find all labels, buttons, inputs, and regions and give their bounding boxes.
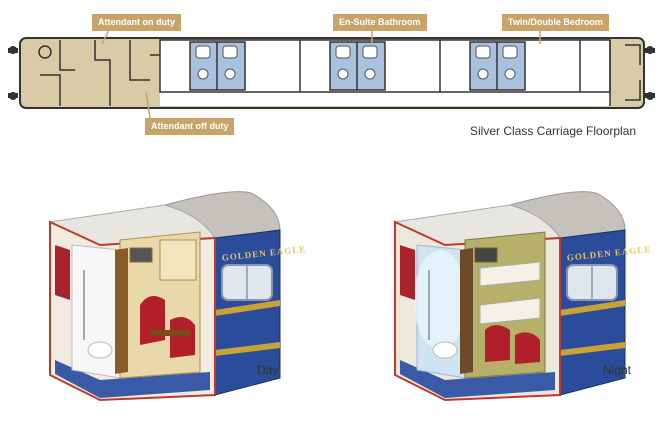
callout-attendant-off-duty: Attendant off duty	[145, 118, 235, 135]
floorplan-compartments	[159, 39, 611, 93]
callout-twin-double-bedroom: Twin/Double Bedroom	[502, 14, 609, 31]
day-bathroom	[71, 244, 121, 379]
night-lower-berth	[479, 297, 541, 325]
day-seats	[140, 296, 165, 345]
carriage-floorplan	[8, 27, 655, 119]
floorplan-caption: Silver Class Carriage Floorplan	[470, 124, 637, 138]
day-cut-face	[49, 220, 216, 402]
night-brand: GOLDEN EAGLE	[566, 244, 651, 263]
floorplan-couplers	[8, 46, 655, 100]
night-roof	[508, 191, 626, 263]
night-interior-wall	[464, 231, 546, 379]
day-interior-wall	[119, 231, 201, 379]
floorplan-right-end	[609, 40, 641, 106]
night-cut-face	[394, 220, 561, 402]
attendant-area	[38, 40, 160, 106]
day-brand: GOLDEN EAGLE	[221, 244, 306, 263]
night-upper-berth	[479, 261, 541, 287]
night-bathroom	[416, 244, 466, 379]
night-exterior-window	[566, 264, 618, 301]
night-caption: Night	[603, 363, 632, 377]
callout-attendant-on-duty: Attendant on duty	[92, 14, 181, 31]
day-caption: Day	[257, 363, 279, 377]
day-roof	[163, 191, 281, 263]
callout-ensuite-bathroom: En-Suite Bathroom	[333, 14, 427, 31]
day-exterior-window	[221, 264, 273, 301]
floorplan-corridor	[160, 92, 610, 106]
bathroom-fixtures	[195, 45, 518, 80]
